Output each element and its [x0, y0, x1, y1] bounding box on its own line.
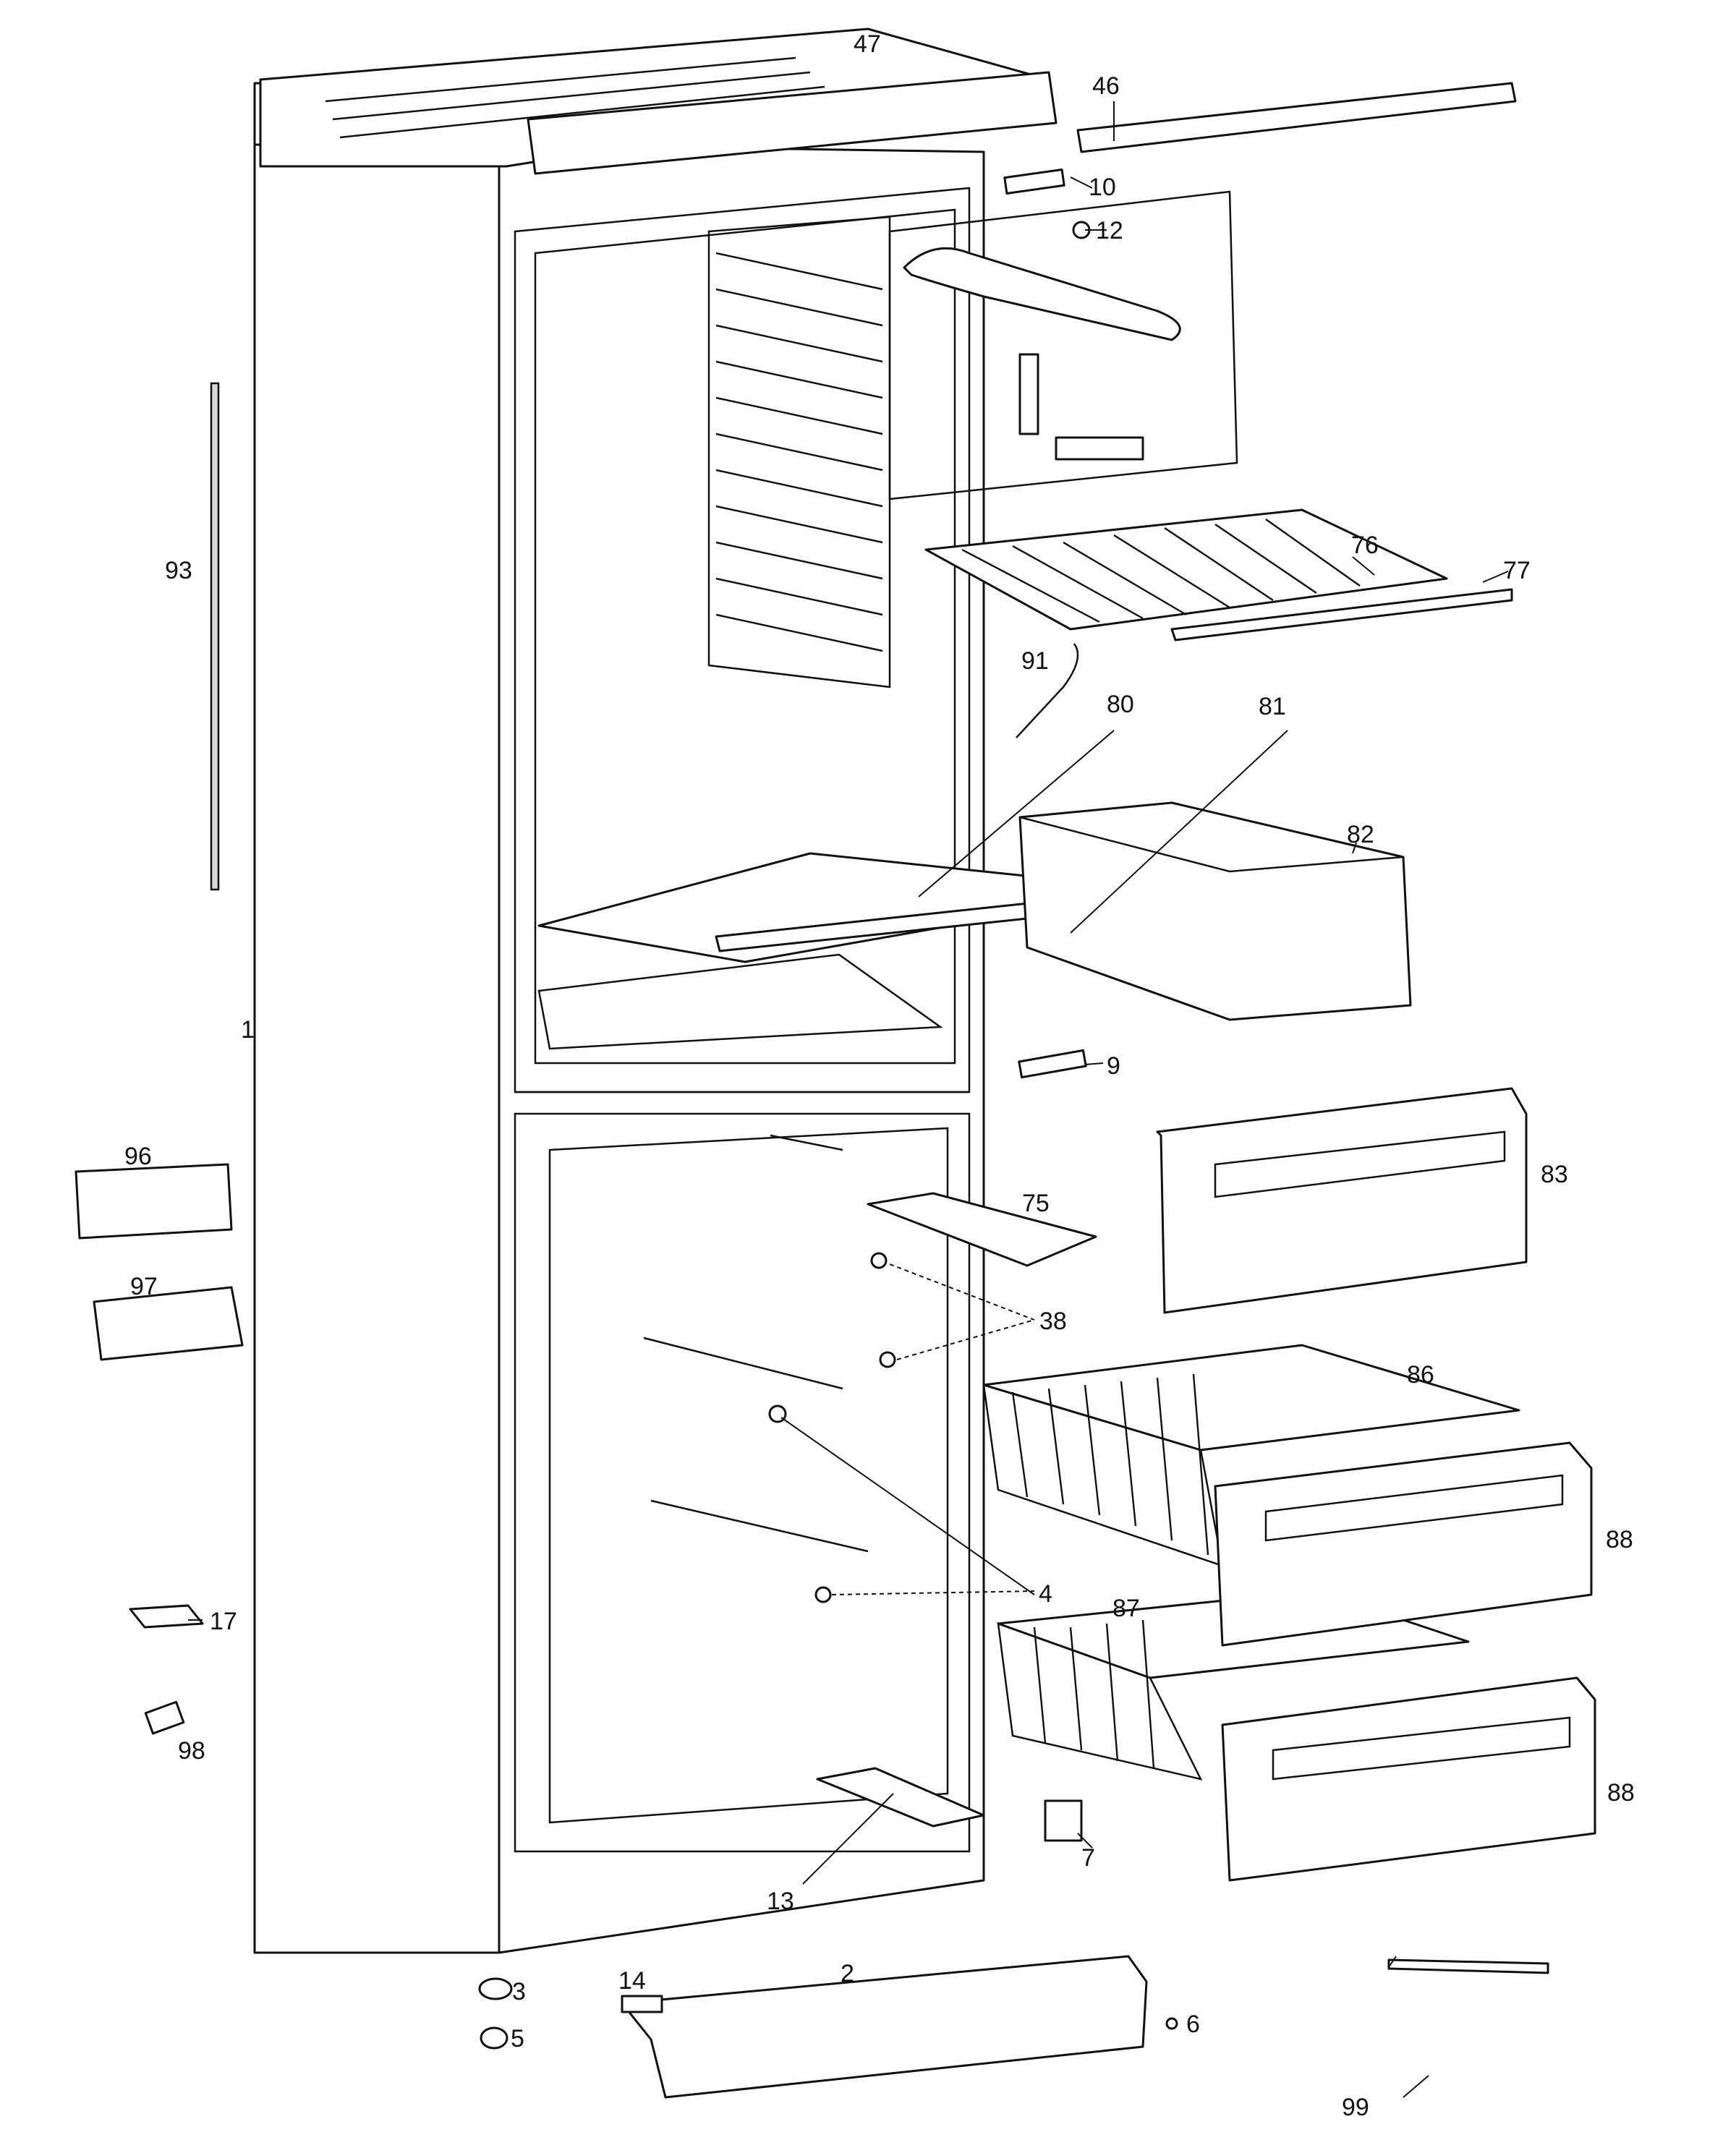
callout-87: 87: [1112, 1595, 1140, 1622]
callout-6: 6: [1186, 2011, 1200, 2038]
bottom-bracket: [816, 1767, 985, 1828]
callout-10: 10: [1089, 174, 1116, 201]
door-hinge-cover-lower: [93, 1286, 244, 1361]
callout-75: 75: [1022, 1190, 1050, 1217]
cabinet-body: [253, 82, 985, 1954]
light-assembly: [888, 190, 1238, 500]
callout-86: 86: [1407, 1361, 1434, 1389]
screw: [1165, 2017, 1178, 2030]
callout-46: 46: [1092, 72, 1120, 100]
callout-83: 83: [1541, 1161, 1568, 1188]
freezer-flap: [1156, 1087, 1528, 1314]
control-strip: [1076, 82, 1517, 153]
callout-77: 77: [1503, 557, 1531, 584]
wire-shelf: [924, 508, 1513, 641]
drawer-front-upper: [1214, 1441, 1593, 1647]
callout-1: 1: [241, 1016, 255, 1044]
callout-14: 14: [618, 1967, 646, 1995]
callout-38: 38: [1039, 1308, 1067, 1335]
door-stop: [129, 1604, 204, 1629]
callout-labels: 1 2 3 4 5 6 7 9 10 12 13 14 17 38 46 47 …: [124, 30, 1635, 2121]
kick-plate-clip: [621, 1995, 663, 2013]
callout-99: 99: [1342, 2094, 1369, 2121]
callout-2: 2: [841, 1960, 854, 1987]
callout-7: 7: [1081, 1844, 1095, 1872]
leader-lines: [188, 101, 1509, 2098]
callout-93: 93: [165, 557, 192, 584]
callout-88-upper: 88: [1606, 1526, 1633, 1553]
callout-3: 3: [512, 1978, 526, 2005]
callout-5: 5: [511, 2025, 524, 2052]
foot: [478, 1977, 513, 2000]
evaporator-fins: [707, 216, 891, 688]
bottom-hinge: [1044, 1799, 1083, 1842]
callout-47: 47: [854, 30, 881, 58]
ice-tray: [867, 1192, 1097, 1267]
callout-12: 12: [1096, 217, 1123, 244]
top-hinge: [1003, 169, 1065, 195]
callout-82: 82: [1347, 821, 1374, 848]
door-bush: [144, 1700, 185, 1735]
callout-81: 81: [1259, 693, 1286, 720]
callout-97: 97: [130, 1273, 158, 1300]
shelf-rails: [643, 1134, 869, 1553]
top-cover-panel: [259, 27, 1058, 175]
callout-4: 4: [1039, 1580, 1052, 1608]
crisper-box: [1018, 801, 1412, 1021]
callout-96: 96: [124, 1143, 152, 1170]
leveling-tool: [1387, 1958, 1549, 1974]
drawer-front-lower: [1221, 1676, 1596, 1882]
callout-76: 76: [1351, 532, 1379, 559]
adjustable-foot: [480, 2026, 509, 2050]
callout-98: 98: [178, 1737, 205, 1765]
door-hinge-cover-upper: [75, 1163, 233, 1240]
callout-91: 91: [1021, 647, 1049, 675]
middle-hinge: [1018, 1049, 1087, 1079]
door-seal-strip: [210, 382, 220, 891]
callout-17: 17: [210, 1608, 237, 1635]
freezer-basket-upper: [982, 1344, 1520, 1567]
callout-13: 13: [767, 1888, 794, 1915]
callout-88-lower: 88: [1607, 1779, 1635, 1807]
kick-plate: [621, 1955, 1148, 2099]
callout-80: 80: [1107, 691, 1134, 718]
thermostat-probe: [1016, 643, 1079, 738]
callout-9: 9: [1107, 1052, 1120, 1080]
